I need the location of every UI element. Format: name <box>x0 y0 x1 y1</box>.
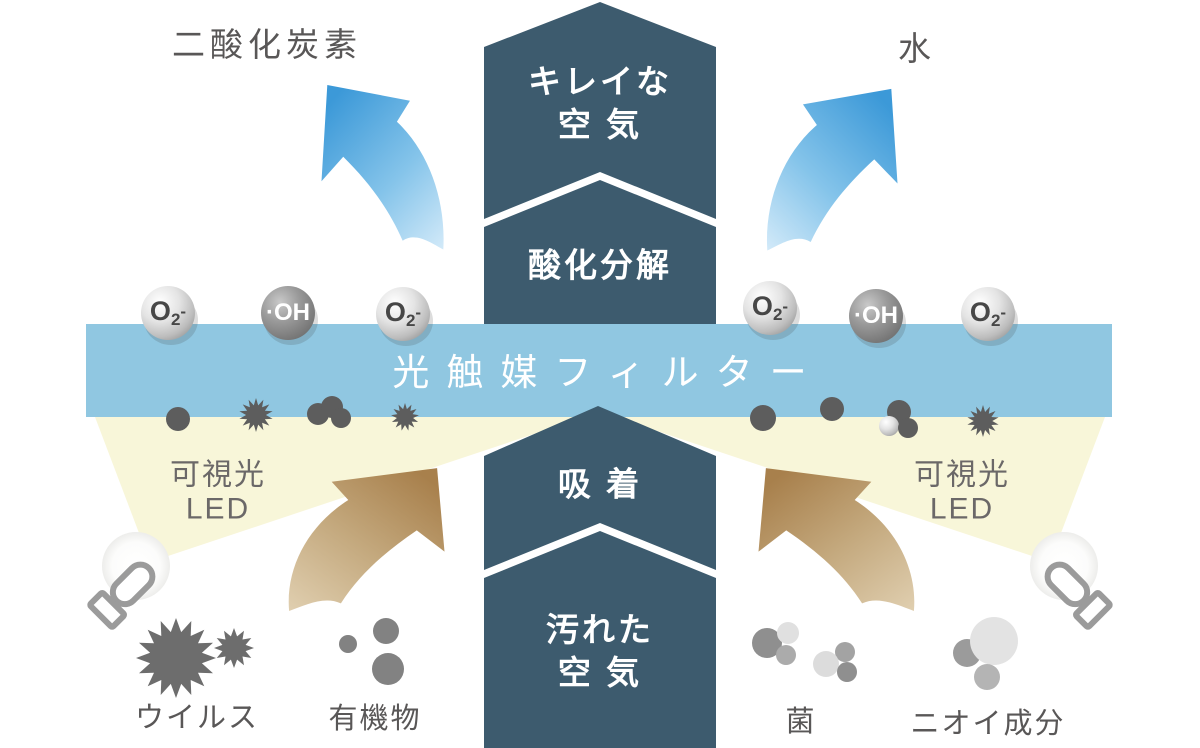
led-lamp-right-icon <box>1030 532 1111 628</box>
oh-radical-label: ·OH <box>266 299 310 326</box>
o2-radical-label: O2- <box>969 297 1007 330</box>
photocatalyst-filter-label: 光触媒フィルター <box>392 352 824 393</box>
o2-radical-sphere <box>376 287 433 346</box>
bacteria-label: 菌 <box>785 706 817 738</box>
exhaust-arrow-right-icon <box>766 88 898 251</box>
virus-label: ウイルス <box>134 702 260 734</box>
dirty-air-label: 汚れた 空 気 <box>546 609 654 695</box>
odor-components-icon <box>953 617 1018 690</box>
o2-radical-sphere <box>743 281 800 340</box>
dirty-air-line1: 汚れた <box>546 611 654 649</box>
dirty-air-line2: 空 気 <box>557 654 643 691</box>
visible-light-line: 可視光 <box>170 458 266 492</box>
o2-radical-label: O2- <box>751 291 789 324</box>
oxidative-decomposition-label: 酸化分解 <box>528 246 672 284</box>
virus-icon <box>136 618 254 698</box>
carbon-dioxide-label: 二酸化炭素 <box>172 26 362 63</box>
led-lamp-left-icon <box>89 532 170 628</box>
led-line: LED <box>929 492 995 525</box>
odor-components-label: ニオイ成分 <box>910 708 1066 740</box>
o2-radical-sphere <box>961 287 1018 346</box>
o2-radical-label: O2- <box>384 297 422 330</box>
exhaust-arrow-left-icon <box>321 85 444 250</box>
organic-matter-icon <box>339 618 404 685</box>
adsorption-label: 吸 着 <box>557 465 643 503</box>
flow-arrow-top <box>484 2 716 324</box>
visible-light-led-label-left: 可視光 LED <box>170 458 266 525</box>
o2-radical-label: O2- <box>149 296 187 329</box>
clean-air-line1: キレイな <box>528 63 672 101</box>
water-label: 水 <box>898 30 936 67</box>
clean-air-line2: 空 気 <box>557 106 643 143</box>
bacteria-icon <box>752 622 857 682</box>
organic-matter-label: 有機物 <box>328 703 422 735</box>
trapped-particles <box>166 396 999 438</box>
led-line: LED <box>185 492 251 525</box>
clean-air-label: キレイな 空 気 <box>528 61 672 147</box>
oh-radical-sphere <box>849 289 906 348</box>
visible-light-led-label-right: 可視光 LED <box>914 458 1010 525</box>
visible-light-line: 可視光 <box>914 458 1010 492</box>
flow-arrow-bottom <box>484 406 716 748</box>
oh-radical-sphere <box>261 286 318 345</box>
o2-radical-sphere <box>141 286 198 345</box>
oh-radical-label: ·OH <box>854 302 898 329</box>
